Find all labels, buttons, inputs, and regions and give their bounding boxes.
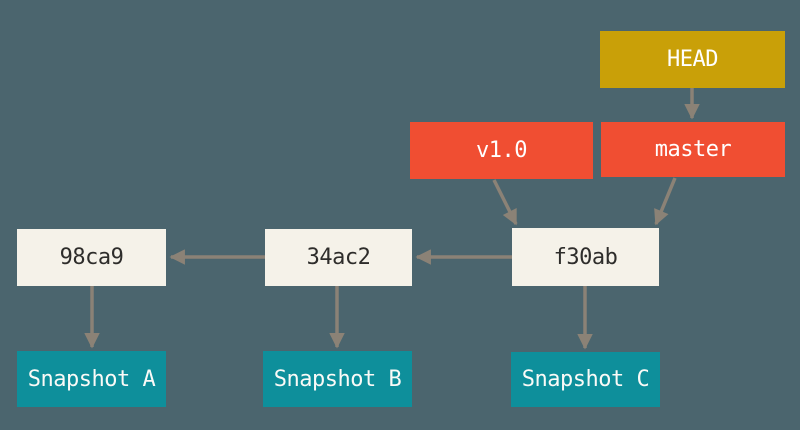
node-commit-98ca9-label: 98ca9 <box>59 245 124 270</box>
node-head: HEAD <box>600 31 785 88</box>
node-branch-master-label: master <box>654 137 732 162</box>
node-snapshot-c: Snapshot C <box>511 352 660 407</box>
node-snapshot-b-label: Snapshot B <box>273 366 402 392</box>
node-commit-f30ab: f30ab <box>512 228 659 286</box>
node-branch-master: master <box>601 122 785 177</box>
node-snapshot-b: Snapshot B <box>263 351 412 407</box>
node-commit-f30ab-label: f30ab <box>553 244 618 270</box>
node-snapshot-a-label: Snapshot A <box>27 366 156 392</box>
node-commit-34ac2-label: 34ac2 <box>306 245 371 270</box>
node-snapshot-a: Snapshot A <box>17 351 166 407</box>
node-commit-98ca9: 98ca9 <box>17 229 166 286</box>
node-snapshot-c-label: Snapshot C <box>521 367 650 392</box>
edge-v1.0-to-f30ab <box>492 179 518 226</box>
node-head-label: HEAD <box>667 47 718 72</box>
node-tag-v1.0: v1.0 <box>410 122 593 179</box>
node-commit-34ac2: 34ac2 <box>265 229 412 286</box>
edge-master-to-f30ab <box>654 177 677 226</box>
node-tag-v1.0-label: v1.0 <box>476 138 527 163</box>
